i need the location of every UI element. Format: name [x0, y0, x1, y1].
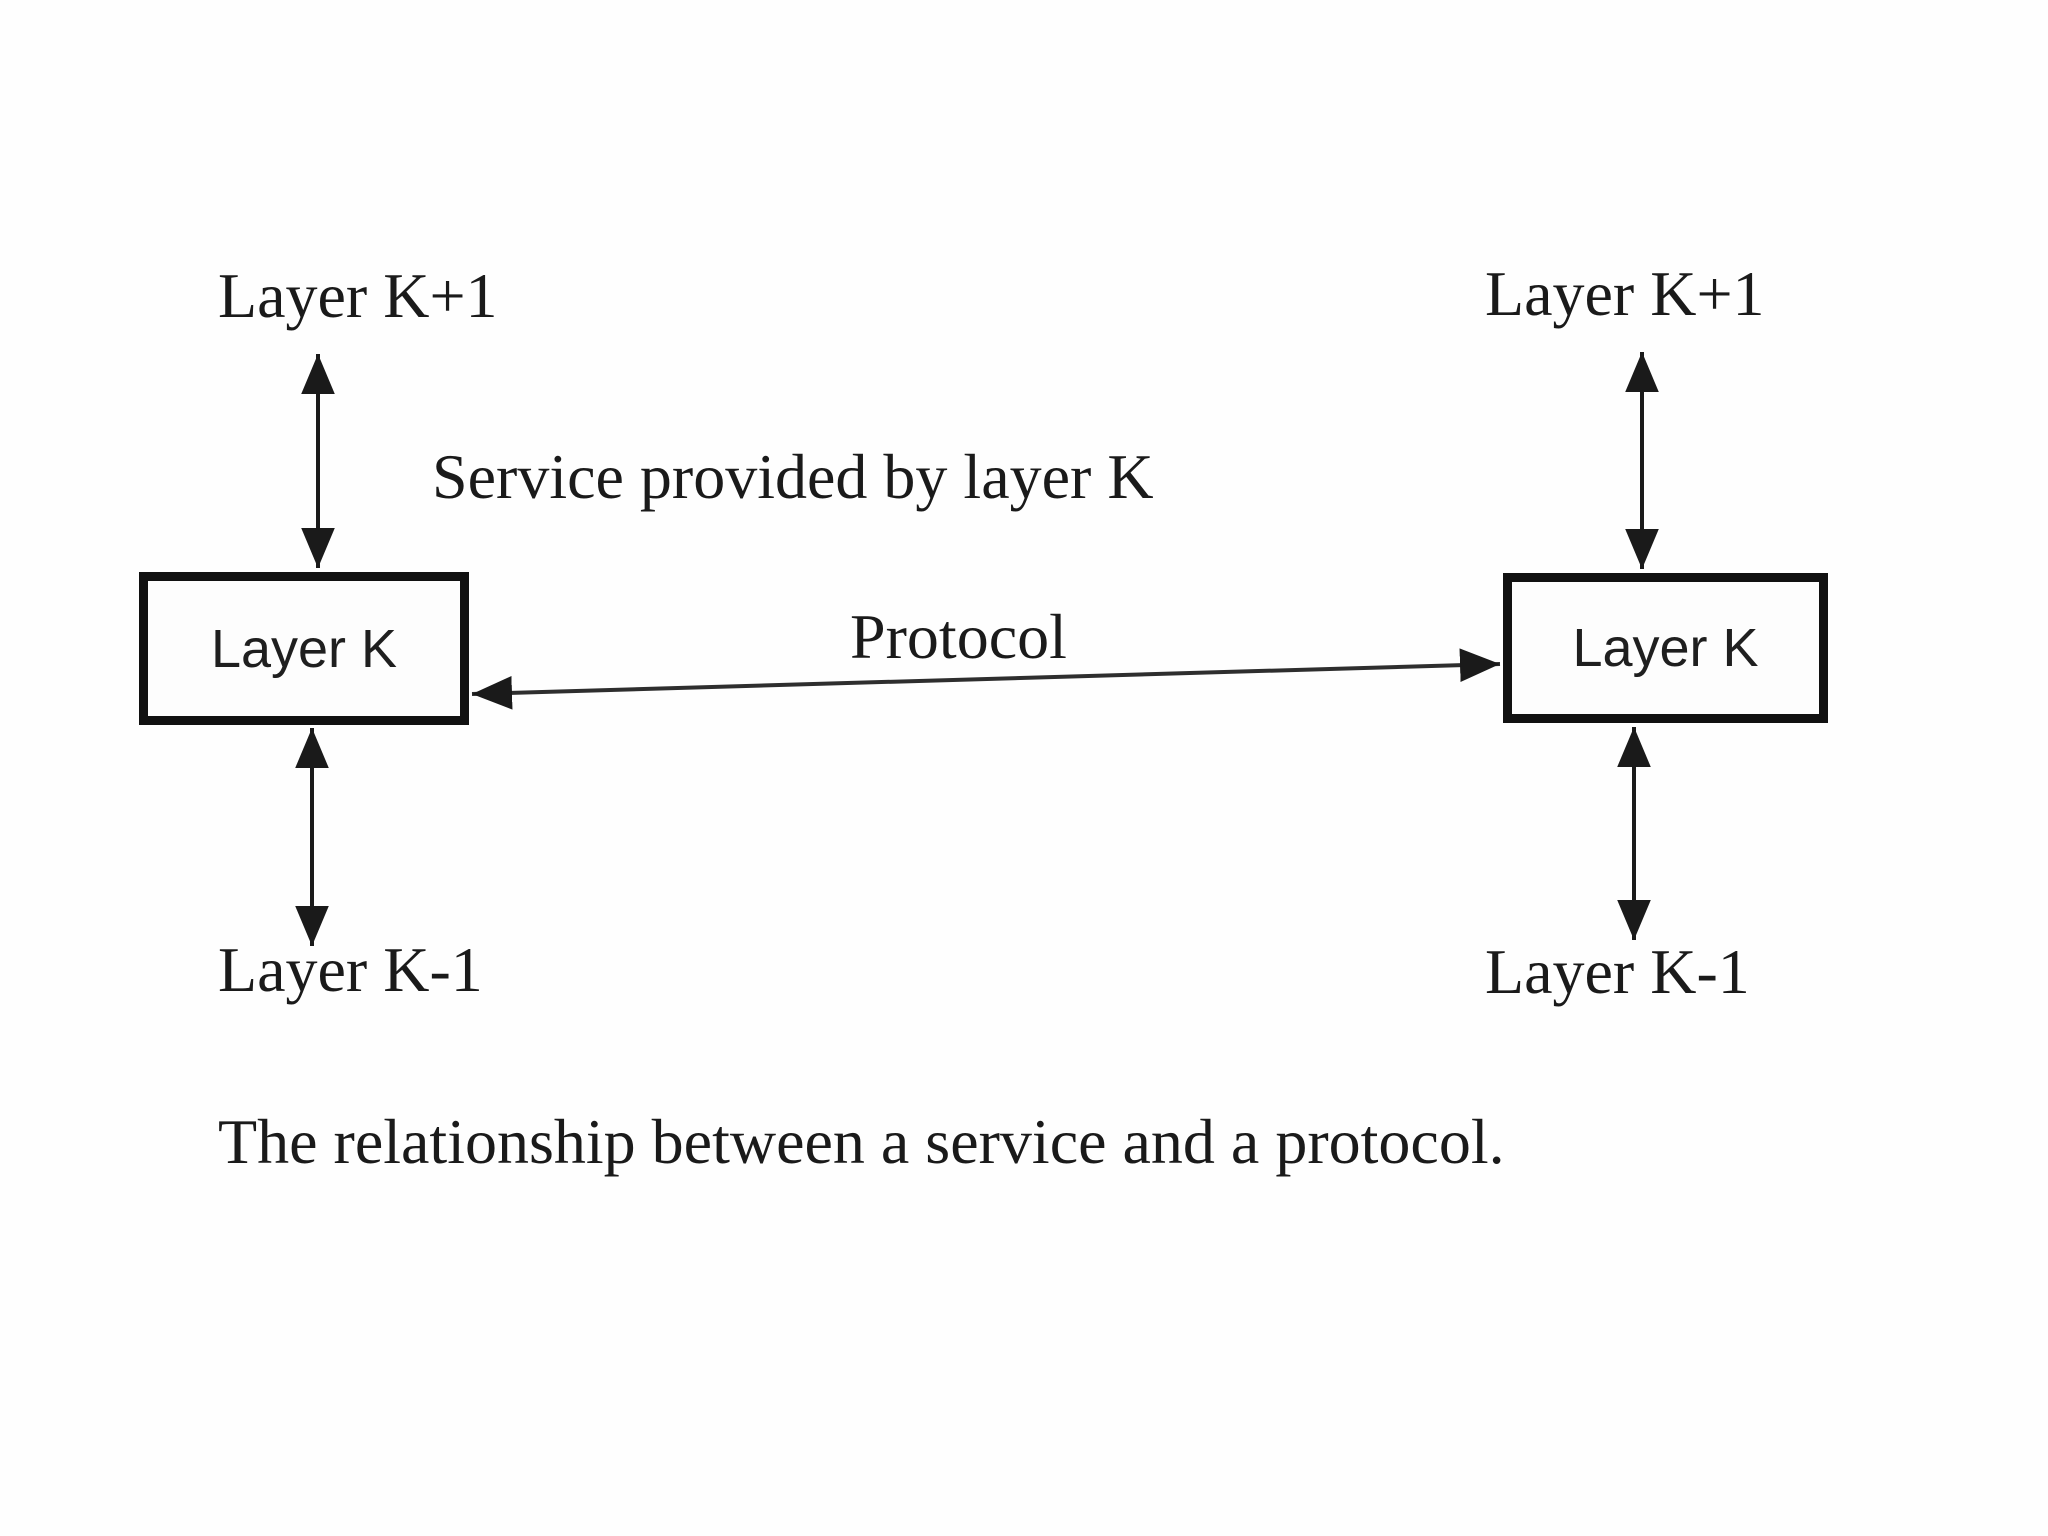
protocol-arrow — [471, 648, 1501, 710]
right-layer-k-box-label: Layer K — [1572, 618, 1759, 678]
right-layer-k-box: Layer K — [1503, 573, 1828, 723]
left-layer-k-box-label: Layer K — [210, 618, 398, 679]
figure-caption: The relationship between a service and a… — [218, 1106, 1505, 1177]
left-lower-layer-label: Layer K-1 — [218, 934, 483, 1005]
left-layer-k-box: Layer K — [139, 572, 469, 725]
right-upper-layer-label: Layer K+1 — [1485, 258, 1765, 329]
right-lower-layer-label: Layer K-1 — [1485, 936, 1750, 1007]
protocol-annotation: Protocol — [850, 601, 1067, 672]
service-annotation: Service provided by layer K — [432, 441, 1154, 512]
left-upper-layer-label: Layer K+1 — [218, 260, 498, 331]
